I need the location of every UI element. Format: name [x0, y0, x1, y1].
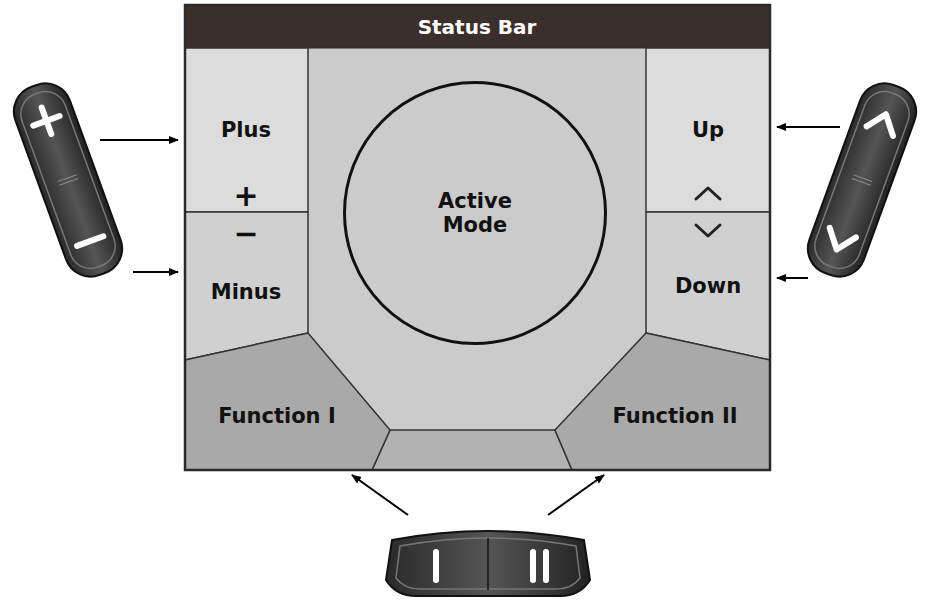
down-chevron [696, 225, 720, 236]
node-label: Function I [218, 404, 335, 428]
node-label: Active Mode [410, 189, 540, 237]
node-label: − [233, 217, 258, 252]
plus-minus-button [7, 76, 130, 284]
screen-border [185, 5, 770, 470]
up-down-button [801, 76, 924, 284]
up-chevron [696, 188, 720, 199]
node-label: Plus [221, 118, 271, 142]
node-outline [185, 333, 390, 470]
up-panel: Up [646, 48, 770, 212]
function-panel: Function II [555, 333, 770, 470]
function-button [386, 531, 590, 596]
node-label: Up [692, 118, 724, 142]
node-label: + [233, 179, 258, 214]
function-panel: Function I [185, 333, 390, 470]
status-bar: Status Bar [185, 5, 770, 48]
active-mode-circle: Active Mode [343, 81, 607, 345]
node-label: Minus [211, 280, 282, 304]
screen-ground [185, 5, 770, 470]
plus-panel: Plus + [185, 48, 308, 212]
bottom-panel [372, 430, 572, 470]
node-label: Status Bar [418, 16, 537, 39]
node-label: Down [675, 274, 741, 298]
node-label: Function II [612, 404, 737, 428]
node-outline [555, 333, 770, 470]
